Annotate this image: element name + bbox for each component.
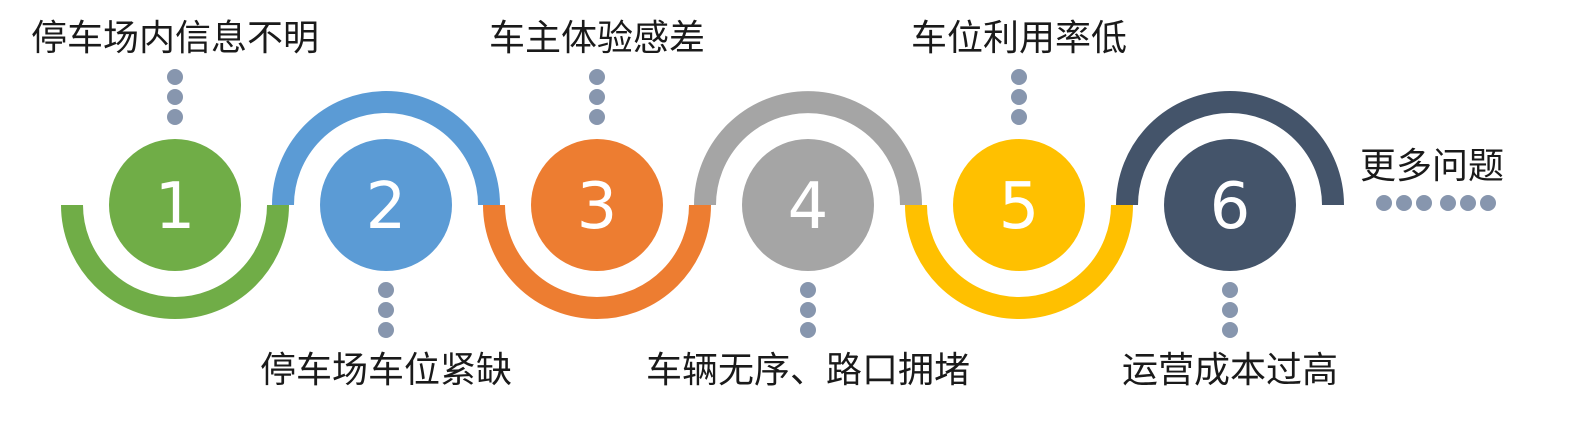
step-5: 5 <box>953 139 1085 271</box>
ellipsis-dot <box>1416 195 1432 211</box>
step-5-connector-dot <box>1011 69 1027 85</box>
ellipsis-dot <box>1460 195 1476 211</box>
step-2-circle <box>320 139 452 271</box>
step-3-number: 3 <box>577 170 618 244</box>
step-6-circle <box>1164 139 1296 271</box>
connector-dots <box>167 69 1238 338</box>
ellipsis-dot <box>1396 195 1412 211</box>
step-4-number: 4 <box>788 170 829 244</box>
step-4-circle <box>742 139 874 271</box>
step-3-arc <box>483 204 711 319</box>
connector-arcs <box>61 91 1344 319</box>
more-issues-ellipsis <box>1376 195 1496 211</box>
step-3-connector-dot <box>589 69 605 85</box>
step-6: 6 <box>1164 139 1296 271</box>
step-5-number: 5 <box>999 170 1040 244</box>
step-3-circle <box>531 139 663 271</box>
step-circles: 1 2 3 4 5 6 <box>109 139 1296 271</box>
ellipsis-dot <box>1480 195 1496 211</box>
step-1-connector-dot <box>167 89 183 105</box>
step-1-connector-dot <box>167 109 183 125</box>
more-issues-label: 更多问题 <box>1360 146 1504 187</box>
step-2-connector-dot <box>378 282 394 298</box>
step-2-arc <box>272 91 500 206</box>
step-1: 1 <box>109 139 241 271</box>
step-4-arc <box>694 91 922 206</box>
step-2-connector-dot <box>378 302 394 318</box>
step-3-connector-dot <box>589 109 605 125</box>
step-3-connector-dot <box>589 89 605 105</box>
step-4-connector-dot <box>800 282 816 298</box>
step-5-connector-dot <box>1011 89 1027 105</box>
step-2-number: 2 <box>366 170 407 244</box>
step-5-label: 车位利用率低 <box>911 18 1127 59</box>
step-6-arc <box>1116 91 1344 206</box>
step-2: 2 <box>320 139 452 271</box>
step-4-connector-dot <box>800 322 816 338</box>
step-6-label: 运营成本过高 <box>1122 350 1338 391</box>
step-1-arc <box>61 204 289 319</box>
ellipsis-dot <box>1376 195 1392 211</box>
ellipsis-dot <box>1440 195 1456 211</box>
step-2-connector-dot <box>378 322 394 338</box>
step-6-connector-dot <box>1222 302 1238 318</box>
more-issues: 更多问题 <box>1360 146 1504 211</box>
step-1-circle <box>109 139 241 271</box>
step-6-connector-dot <box>1222 322 1238 338</box>
step-5-connector-dot <box>1011 109 1027 125</box>
step-1-number: 1 <box>155 170 196 244</box>
step-1-connector-dot <box>167 69 183 85</box>
step-5-circle <box>953 139 1085 271</box>
step-4-label: 车辆无序、路口拥堵 <box>646 350 970 391</box>
step-2-label: 停车场车位紧缺 <box>260 350 512 391</box>
step-4: 4 <box>742 139 874 271</box>
step-3-label: 车主体验感差 <box>489 18 705 59</box>
step-4-connector-dot <box>800 302 816 318</box>
step-3: 3 <box>531 139 663 271</box>
step-5-arc <box>905 204 1133 319</box>
step-6-connector-dot <box>1222 282 1238 298</box>
step-1-label: 停车场内信息不明 <box>31 18 319 59</box>
step-6-number: 6 <box>1210 170 1251 244</box>
